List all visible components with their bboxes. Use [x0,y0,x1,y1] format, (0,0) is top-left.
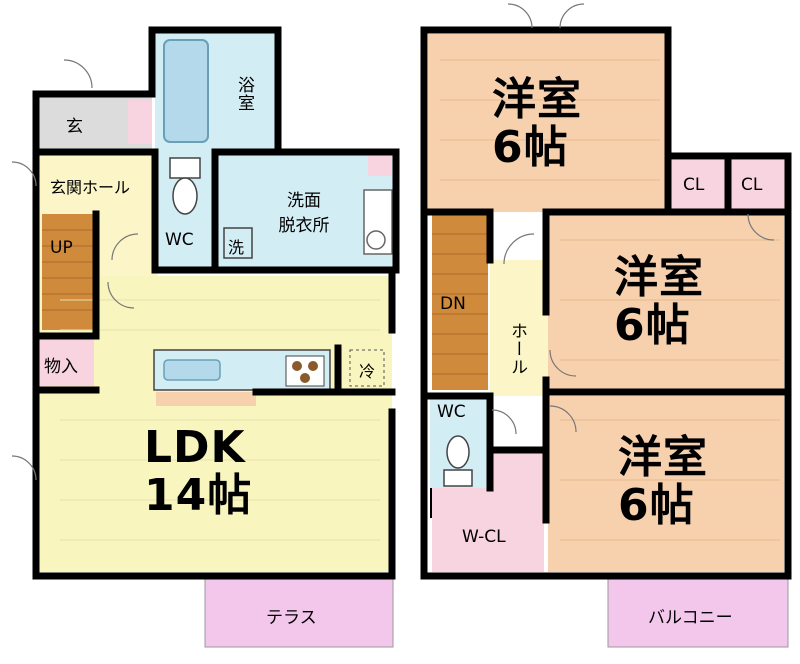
bedroom-top-label: 洋室 6帖 [492,74,582,173]
fridge-space [349,349,385,387]
ldk-label: LDK 14帖 [144,422,253,521]
storage-label: 物入 [44,357,78,377]
balcony-label: バルコニー [648,608,733,628]
bedroom-top-floor [428,34,668,212]
toilet-1 [172,177,198,215]
washer-label: 洗 [228,238,245,257]
closet-1-label: CL [683,175,705,195]
shoe-cabinet [128,100,152,144]
washroom-label: 洗面 脱衣所 [278,191,330,236]
floor2-outer-wall [420,26,792,580]
toilet-2 [446,435,470,469]
balcony-floor [607,578,789,648]
closet-1-floor [670,160,728,210]
counter-shelf [156,392,256,406]
bath-label: 浴室 [234,76,254,112]
stairs-down [432,214,488,390]
bathtub [163,39,209,143]
hall-label: ホール [507,322,527,376]
wc2-label: WC [437,402,466,422]
floor2-plan [420,3,792,648]
wc1-label: WC [165,230,194,250]
bedroom-bottom-floor [548,396,784,572]
storage-floor [38,336,94,386]
stairs-down-label: DN [440,294,466,314]
stove-burner [292,361,302,371]
stairs-up-label: UP [50,238,73,258]
closet-2-floor [730,160,786,210]
washer-space [223,227,253,259]
hall-floor [490,260,548,396]
stairs-up [42,214,94,330]
closet-2-label: CL [741,175,763,195]
linen-cabinet [368,156,392,176]
washbasin [366,230,386,250]
floor1-plan [11,26,400,648]
genkan-label: 玄 [66,117,83,137]
bedroom-bottom-label: 洋室 6帖 [618,432,708,531]
bedroom-mid-label: 洋室 6帖 [614,252,704,351]
walk-in-closet-label: W-CL [462,527,506,547]
fridge-label: 冷 [359,362,376,381]
entrance-hall-label: 玄関ホール [50,178,131,197]
terrace-label: テラス [266,608,317,628]
